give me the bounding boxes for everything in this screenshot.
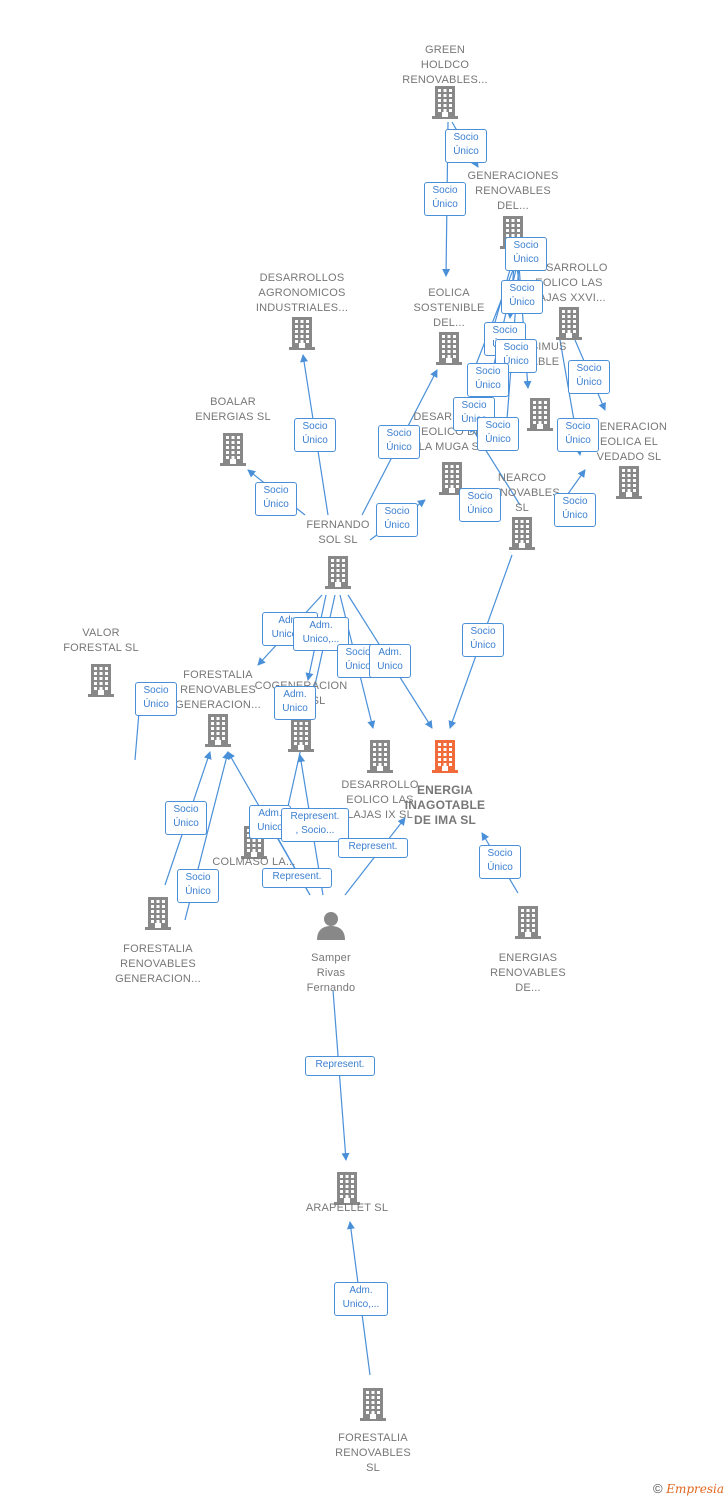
node-label-nearco[interactable]: NEARCO RENOVABLES SL (484, 472, 560, 514)
edge-label-badge[interactable]: Socio Único (376, 503, 418, 537)
edge-label-badge[interactable]: Socio Único (177, 869, 219, 903)
building-icon[interactable] (220, 432, 246, 471)
building-icon[interactable] (439, 461, 465, 500)
edge-label-badge[interactable]: Socio Único (294, 418, 336, 452)
edge-label-badge[interactable]: Socio Único (568, 360, 610, 394)
node-label-eolica-sost[interactable]: EOLICA SOSTENIBLE DEL... (413, 287, 485, 329)
edge-label-badge[interactable]: Represent. (305, 1056, 375, 1076)
edge-label-badge[interactable]: Socio Único (554, 493, 596, 527)
footer: © Empresia (653, 1481, 724, 1496)
edge-label-badge[interactable]: Represent. (262, 868, 332, 888)
edge-label-badge[interactable]: Adm. Unico (274, 686, 316, 720)
edge-label-badge[interactable]: Socio Único (467, 363, 509, 397)
building-icon[interactable] (289, 316, 315, 355)
building-icon[interactable] (432, 85, 458, 124)
node-label-gen-vedado[interactable]: GENERACION EOLICA EL VEDADO SL (591, 421, 667, 463)
node-label-lajas-ix[interactable]: DESARROLLO EOLICO LAS LAJAS IX SL (341, 779, 419, 821)
building-icon[interactable] (436, 331, 462, 370)
edge-label-badge[interactable]: Adm. Unico,... (293, 617, 349, 651)
edge-label-badge[interactable]: Socio Único (255, 482, 297, 516)
edge-label-badge[interactable]: Socio Único (165, 801, 207, 835)
node-label-green[interactable]: GREEN HOLDCO RENOVABLES... (402, 44, 488, 86)
building-icon[interactable] (515, 905, 541, 944)
node-label-forestalia-sl[interactable]: FORESTALIA RENOVABLES SL (335, 1432, 411, 1474)
node-label-samper[interactable]: Samper Rivas Fernando (306, 952, 356, 994)
edge-label-badge[interactable]: Socio Único (479, 845, 521, 879)
node-label-agronomicos[interactable]: DESARROLLOS AGRONOMICOS INDUSTRIALES... (255, 272, 349, 314)
edge-label-badge[interactable]: Socio Único (453, 397, 495, 431)
building-icon[interactable] (556, 306, 582, 345)
building-icon[interactable] (432, 739, 458, 778)
edge-label-badge[interactable]: Socio Único (462, 623, 504, 657)
edge-label-badge[interactable]: Socio Único (501, 280, 543, 314)
edge-label-badge[interactable]: Represent. (338, 838, 408, 858)
node-label-forestalia-gen2[interactable]: FORESTALIA RENOVABLES GENERACION... (115, 943, 201, 985)
person-icon[interactable] (316, 910, 346, 945)
building-icon[interactable] (527, 397, 553, 436)
building-icon[interactable] (334, 1171, 360, 1210)
building-icon[interactable] (288, 718, 314, 757)
edge-label-badge[interactable]: Socio Único (445, 129, 487, 163)
building-icon[interactable] (325, 555, 351, 594)
edge-label-badge[interactable]: Socio Único (378, 425, 420, 459)
edge-label-badge[interactable]: Socio Único (477, 417, 519, 451)
node-label-arapellet[interactable]: ARAPELLET SL (305, 1202, 389, 1214)
node-label-generaciones[interactable]: GENERACIONES RENOVABLES DEL... (467, 170, 559, 212)
edge-label-badge[interactable]: Adm. Unico,... (334, 1282, 388, 1316)
edge-label-badge[interactable]: Socio Único (505, 237, 547, 271)
building-icon[interactable] (616, 465, 642, 504)
node-label-forestalia-gen1[interactable]: FORESTALIA RENOVABLES GENERACION... (175, 669, 261, 711)
edge-label-badge[interactable]: Represent. , Socio... (281, 808, 349, 842)
copyright-symbol: © (652, 1481, 663, 1496)
building-icon[interactable] (88, 663, 114, 702)
edge-label-badge[interactable]: Adm. Unico (369, 644, 411, 678)
node-label-valor[interactable]: VALOR FORESTAL SL (63, 627, 139, 654)
edge-label-badge[interactable]: Socio Único (557, 418, 599, 452)
node-label-boalar[interactable]: BOALAR ENERGIAS SL (195, 396, 271, 423)
edge-label-badge[interactable]: Socio Único (424, 182, 466, 216)
edge-line (468, 251, 521, 381)
edge-label-badge[interactable]: Socio Único (135, 682, 177, 716)
node-label-colmaso[interactable]: COLMASO LA... (212, 856, 296, 868)
building-icon[interactable] (205, 713, 231, 752)
building-icon[interactable] (509, 516, 535, 555)
building-icon[interactable] (145, 896, 171, 935)
building-icon[interactable] (367, 739, 393, 778)
building-icon[interactable] (360, 1387, 386, 1426)
edge-label-badge[interactable]: Socio Único (459, 488, 501, 522)
node-label-energia-inag[interactable]: ENERGIA INAGOTABLE DE IMA SL (404, 783, 486, 827)
node-label-fernando[interactable]: FERNANDO SOL SL (306, 519, 370, 546)
brand-logo: Empresia (666, 1482, 724, 1496)
node-label-energias-ren[interactable]: ENERGIAS RENOVABLES DE... (490, 952, 566, 994)
